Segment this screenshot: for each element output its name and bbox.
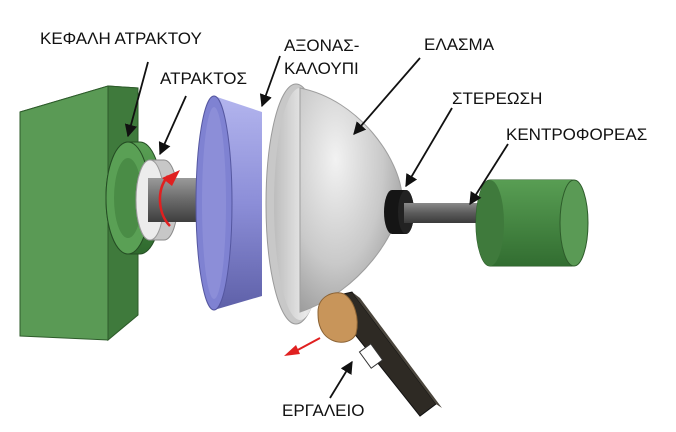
label-headstock: ΚΕΦΑΛΗ ΑΤΡΑΚΤΟΥ [40, 29, 202, 48]
label-mandrel-line2: ΚΑΛΟΥΠΙ [284, 59, 359, 78]
mandrel [195, 95, 262, 311]
label-clamp: ΣΤΕΡΕΩΣΗ [452, 89, 543, 108]
forming-tool [317, 291, 442, 417]
feed-arrow [284, 337, 321, 356]
tailstock-shaft [404, 203, 492, 223]
leader-lines [124, 55, 509, 399]
label-tailstock: ΚΕΝΤΡΟΦΟΡΕΑΣ [506, 125, 648, 144]
rotation-arrow [158, 170, 180, 227]
label-blank: ΕΛΑΣΜΑ [424, 35, 495, 54]
tailstock-cylinder [475, 179, 589, 267]
label-mandrel-line1: ΑΞΟΝΑΣ- [284, 36, 360, 55]
label-spindle: ΑΤΡΑΚΤΟΣ [160, 69, 248, 88]
label-tool: ΕΡΓΑΛΕΙΟ [282, 401, 365, 420]
